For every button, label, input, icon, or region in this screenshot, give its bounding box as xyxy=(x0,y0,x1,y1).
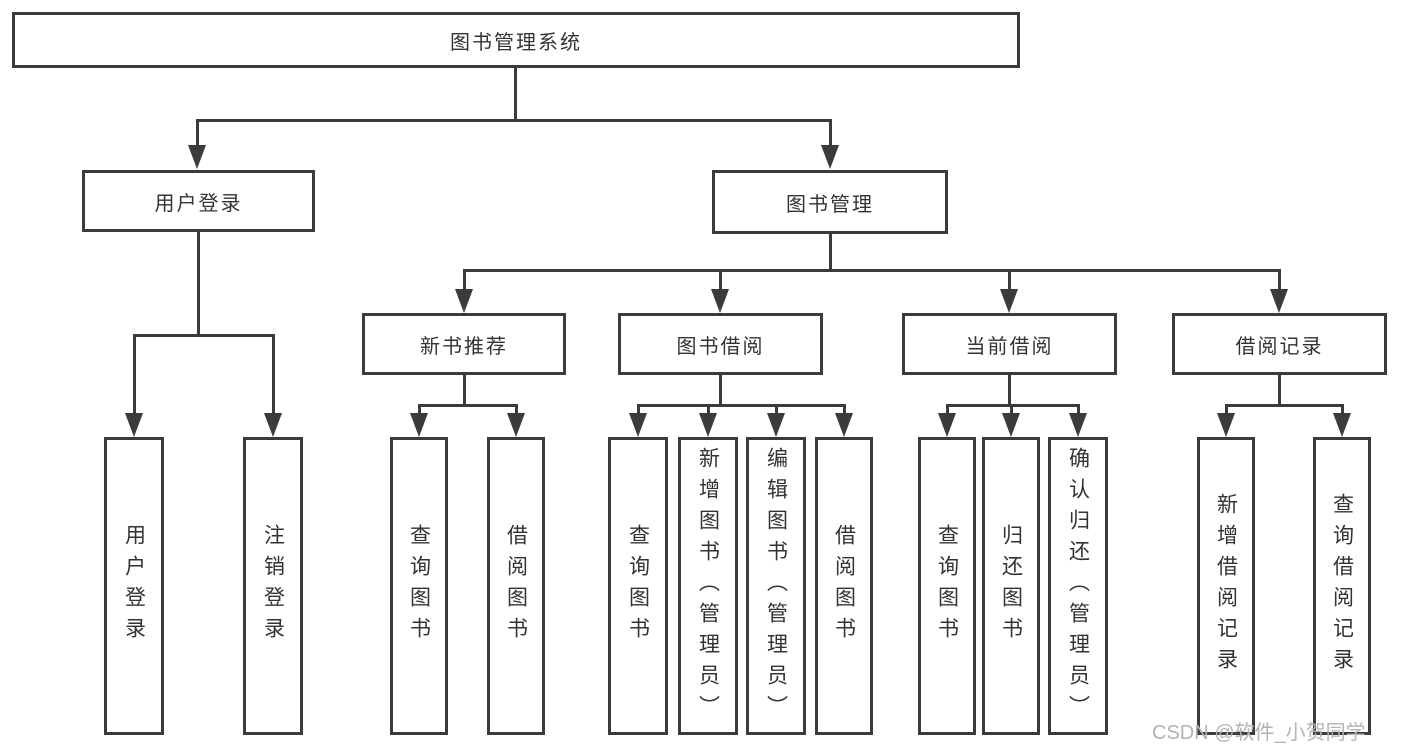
node-new-book-recommend: 新书推荐 xyxy=(362,313,566,375)
edge-root-split xyxy=(196,119,832,122)
arrowhead-to-leaf xyxy=(938,413,956,437)
leaf-confirm-return-admin: 确认归还（管理员） xyxy=(1048,437,1108,735)
arrowhead-to-leaf xyxy=(835,413,853,437)
edge-book-borrow-stem xyxy=(719,375,722,407)
edge-to-leaf xyxy=(1225,404,1228,416)
node-label: 用户登录 xyxy=(154,192,243,215)
node-library-management-system: 图书管理系统 xyxy=(12,12,1020,68)
leaf-label: 编辑图书（管理员） xyxy=(764,446,788,726)
edge-to-book-borrow xyxy=(719,269,722,291)
edge-to-leaf-logout xyxy=(272,334,275,415)
edge-user-login-stem xyxy=(197,232,200,337)
leaf-borrow-books: 借阅图书 xyxy=(815,437,873,735)
leaf-user-login: 用户登录 xyxy=(104,437,164,735)
arrowhead-to-book-borrow xyxy=(711,289,729,313)
arrowhead-to-leaf xyxy=(410,413,428,437)
edge-root-stem xyxy=(514,68,517,121)
edge-current-borrow-stem xyxy=(1008,375,1011,407)
arrowhead-to-user-login xyxy=(188,145,206,169)
leaf-label: 查询图书 xyxy=(626,524,650,648)
edge-to-borrow-records xyxy=(1278,269,1281,291)
arrowhead-to-leaf xyxy=(629,413,647,437)
leaf-return-books: 归还图书 xyxy=(982,437,1040,735)
leaf-query-books: 查询图书 xyxy=(608,437,668,735)
node-label: 当前借阅 xyxy=(965,335,1054,358)
edge-to-current-borrow xyxy=(1008,269,1011,291)
edge-borrow-records-split xyxy=(1225,404,1343,407)
node-borrow-records: 借阅记录 xyxy=(1172,313,1387,375)
edge-to-leaf xyxy=(1341,404,1344,416)
leaf-add-borrow-record: 新增借阅记录 xyxy=(1197,437,1255,735)
edge-to-leaf xyxy=(707,404,710,416)
leaf-label: 新增图书（管理员） xyxy=(696,446,720,726)
leaf-edit-books-admin: 编辑图书（管理员） xyxy=(746,437,806,735)
node-label: 新书推荐 xyxy=(420,335,508,358)
node-book-borrow: 图书借阅 xyxy=(618,313,823,375)
edge-new-book-recommend-stem xyxy=(463,375,466,407)
leaf-label: 新增借阅记录 xyxy=(1214,493,1238,679)
edge-to-user-login xyxy=(196,119,199,147)
leaf-logout: 注销登录 xyxy=(243,437,303,735)
edge-to-new-book-recommend xyxy=(463,269,466,291)
edge-to-book-management xyxy=(829,119,832,147)
arrowhead-to-current-borrow xyxy=(1000,289,1018,313)
leaf-query-borrow-record: 查询借阅记录 xyxy=(1313,437,1371,735)
arrowhead-to-leaf-logout xyxy=(264,413,282,437)
edge-to-leaf xyxy=(515,404,518,416)
arrowhead-to-leaf xyxy=(507,413,525,437)
arrowhead-to-leaf xyxy=(767,413,785,437)
edge-to-leaf-user-login xyxy=(133,334,136,415)
edge-to-leaf xyxy=(418,404,421,416)
edge-book-management-split xyxy=(463,269,1281,272)
arrowhead-to-leaf xyxy=(1333,413,1351,437)
edge-to-leaf xyxy=(775,404,778,416)
edge-book-management-stem xyxy=(829,234,832,272)
leaf-borrow-books: 借阅图书 xyxy=(487,437,545,735)
edge-to-leaf xyxy=(1077,404,1080,416)
arrowhead-to-leaf xyxy=(1069,413,1087,437)
leaf-label: 用户登录 xyxy=(122,524,146,648)
edge-borrow-records-stem xyxy=(1278,375,1281,407)
node-book-management: 图书管理 xyxy=(712,170,948,234)
edge-to-leaf xyxy=(637,404,640,416)
leaf-label: 查询借阅记录 xyxy=(1330,493,1354,679)
arrowhead-to-new-book-recommend xyxy=(455,289,473,313)
leaf-add-books-admin: 新增图书（管理员） xyxy=(678,437,738,735)
arrowhead-to-leaf xyxy=(1002,413,1020,437)
node-label: 图书管理 xyxy=(786,193,874,216)
leaf-label: 借阅图书 xyxy=(832,524,856,648)
leaf-query-books: 查询图书 xyxy=(390,437,448,735)
arrowhead-to-leaf xyxy=(1217,413,1235,437)
node-label: 图书管理系统 xyxy=(450,31,582,54)
node-label: 图书借阅 xyxy=(676,335,765,358)
edge-book-borrow-split xyxy=(637,404,846,407)
arrowhead-to-borrow-records xyxy=(1270,289,1288,313)
edge-user-login-split xyxy=(133,334,275,337)
leaf-query-books: 查询图书 xyxy=(918,437,976,735)
leaf-label: 归还图书 xyxy=(999,524,1023,648)
arrowhead-to-leaf-user-login xyxy=(125,413,143,437)
leaf-label: 确认归还（管理员） xyxy=(1066,446,1090,726)
edge-to-leaf xyxy=(843,404,846,416)
node-current-borrow: 当前借阅 xyxy=(902,313,1117,375)
leaf-label: 查询图书 xyxy=(935,524,959,648)
leaf-label: 借阅图书 xyxy=(504,524,528,648)
edge-to-leaf xyxy=(946,404,949,416)
edge-to-leaf xyxy=(1010,404,1013,416)
node-user-login: 用户登录 xyxy=(82,170,315,232)
arrowhead-to-book-management xyxy=(821,145,839,169)
csdn-watermark: CSDN @软件_小贺同学 xyxy=(1152,722,1366,744)
edge-new-book-recommend-split xyxy=(418,404,518,407)
leaf-label: 查询图书 xyxy=(407,524,431,648)
arrowhead-to-leaf xyxy=(699,413,717,437)
leaf-label: 注销登录 xyxy=(261,524,285,648)
node-label: 借阅记录 xyxy=(1235,335,1324,358)
